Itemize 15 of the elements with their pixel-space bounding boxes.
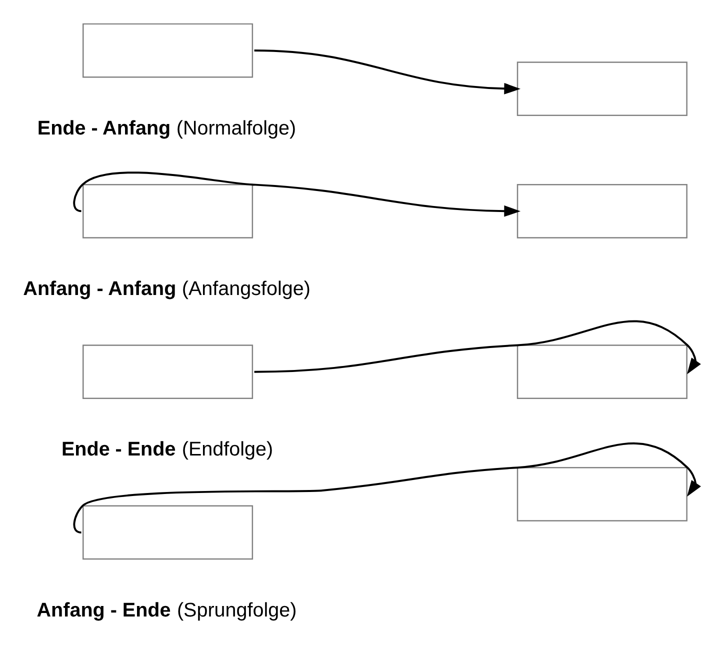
label: Ende - Anfang (Normalfolge) [37, 116, 296, 139]
label: Anfang - Ende (Sprungfolge) [36, 598, 297, 621]
label: Ende - Ende (Endfolge) [62, 438, 274, 460]
node-box [516, 344, 688, 399]
node-box [82, 344, 254, 399]
node-box [516, 61, 688, 116]
node-box [82, 22, 254, 78]
arrow [254, 49, 520, 94]
label: Anfang - Anfang (Anfangsfolge) [23, 277, 310, 300]
node-box [516, 466, 688, 521]
arrow [254, 320, 701, 374]
node-box [82, 183, 254, 238]
arrow [73, 171, 520, 216]
node-box [82, 504, 254, 560]
node-box [516, 183, 688, 238]
